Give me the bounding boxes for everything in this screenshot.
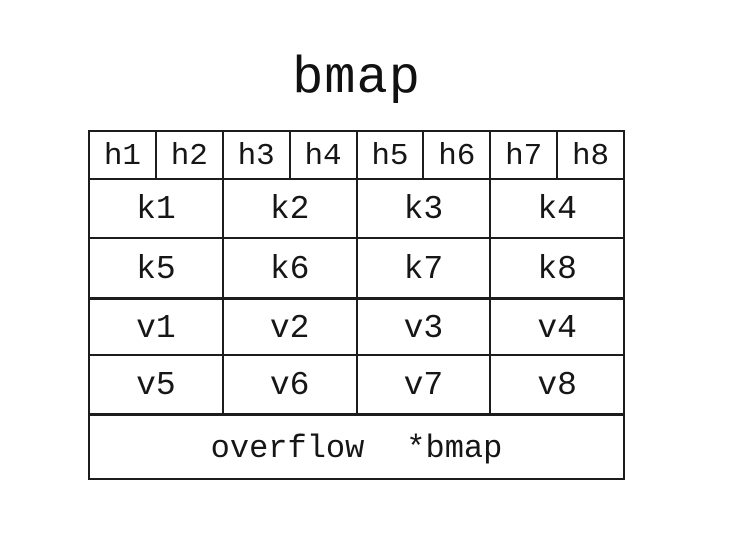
key-cell-k8: k8 <box>537 250 577 288</box>
overflow-type-pointer: *bmap <box>406 429 503 467</box>
key-cell-k6: k6 <box>224 239 358 297</box>
key-cell-k4: k4 <box>537 191 577 228</box>
values-row-2: v5 v6 v7 v8 <box>90 354 623 413</box>
value-cell-v2: v2 <box>224 300 358 354</box>
keys-row-2: k5 k6 k7 k8 <box>90 237 623 297</box>
keys-row-1: k1 k2 k3 k4 <box>90 180 623 237</box>
bmap-struct-diagram: h1 h2 h3 h4 h5 h6 h7 h8 k1 k2 k3 k4 k5 k… <box>88 130 625 480</box>
tophash-cell-h8: h8 <box>571 138 610 174</box>
value-cell-v1: v1 <box>90 300 224 354</box>
value-cell-v4: v4 <box>537 309 577 347</box>
key-cell-k7: k7 <box>358 239 492 297</box>
key-cell-k2: k2 <box>224 180 358 237</box>
key-cell-k3: k3 <box>358 180 492 237</box>
key-cell-k1: k1 <box>90 180 224 237</box>
values-row-1: v1 v2 v3 v4 <box>90 297 623 354</box>
overflow-cell: overflow *bmap <box>90 416 623 478</box>
overflow-row: overflow *bmap <box>90 413 623 478</box>
tophash-cell-h4: h4 <box>291 132 358 178</box>
tophash-row: h1 h2 h3 h4 h5 h6 h7 h8 <box>90 132 623 180</box>
overflow-label: overflow <box>210 429 365 467</box>
tophash-cell-h1: h1 <box>90 132 157 178</box>
value-cell-v3: v3 <box>358 300 492 354</box>
key-cell-k5: k5 <box>90 239 224 297</box>
tophash-cell-h6: h6 <box>424 132 492 178</box>
value-cell-v7: v7 <box>358 356 492 413</box>
value-cell-v6: v6 <box>224 356 358 413</box>
value-cell-v8: v8 <box>537 367 577 404</box>
tophash-cell-h3: h3 <box>224 132 291 178</box>
tophash-cell-h2: h2 <box>157 132 224 178</box>
value-cell-v5: v5 <box>90 356 224 413</box>
tophash-cell-h7: h7 <box>491 132 559 178</box>
diagram-title: bmap <box>292 49 421 108</box>
tophash-cell-h5: h5 <box>358 132 425 178</box>
